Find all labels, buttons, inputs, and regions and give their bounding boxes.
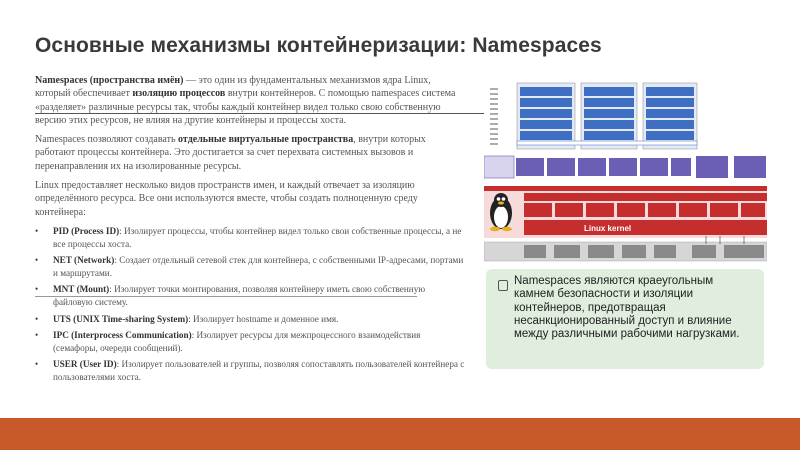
paragraph-text: , внутри которых работают процессы конте… [35, 134, 426, 172]
connector-bar [516, 140, 698, 146]
term-virtual-spaces: отдельные виртуальные пространства [178, 134, 354, 146]
term-isolation: изоляцию процессов [132, 88, 226, 100]
linux-architecture-diagram: Linux kernel [484, 81, 767, 263]
hardware-row [484, 241, 767, 262]
namespace-list: PID (Process ID): Изолирует процессы, чт… [35, 225, 465, 384]
note-icon [498, 280, 508, 291]
interface-row [484, 155, 766, 179]
container-block [580, 82, 638, 150]
paragraph-intro: Namespaces (пространства имён) — это оди… [35, 74, 465, 127]
paragraph-text: — это один из фундаментальных механизмов… [35, 75, 431, 100]
term-namespaces: Namespaces (пространства имён) [35, 75, 184, 86]
list-item: USER (User ID): Изолирует пользователей … [35, 358, 465, 383]
item-term: IPC (Interprocess Communication) [53, 330, 192, 341]
paragraph-text: Namespaces позволяют создавать [35, 134, 179, 146]
kernel-block [484, 186, 767, 238]
item-term: PID (Process ID) [53, 225, 120, 236]
slide-title: Основные механизмы контейнеризации: Name… [35, 34, 602, 57]
list-item: NET (Network): Создает отдельный сетевой… [35, 254, 465, 279]
item-text: : Изолирует процессы, чтобы контейнер ви… [53, 225, 462, 249]
paragraph-virtual-spaces: Namespaces позволяют создавать отдельные… [35, 133, 465, 173]
item-term: MNT (Mount) [53, 284, 110, 295]
divider-line [35, 113, 730, 114]
item-term: NET (Network) [53, 255, 115, 266]
list-item: IPC (Interprocess Communication): Изолир… [35, 329, 465, 354]
item-text: : Изолирует hostname и доменное имя. [188, 313, 339, 324]
item-text: : Изолирует пользователей и группы, позв… [53, 359, 465, 382]
item-text: : Изолирует ресурсы для межпроцессного в… [53, 330, 421, 353]
item-term: UTS (UNIX Time-sharing System) [53, 313, 189, 324]
list-item: PID (Process ID): Изолирует процессы, чт… [35, 225, 465, 250]
callout-text: Namespaces являются краеугольным камнем … [514, 275, 740, 341]
divider-line [35, 296, 417, 297]
body-text: Namespaces (пространства имён) — это оди… [35, 74, 465, 388]
callout-box: Namespaces являются краеугольным камнем … [486, 269, 764, 369]
list-item: MNT (Mount): Изолирует точки монтировани… [35, 283, 465, 308]
container-block [642, 82, 698, 150]
paragraph-text: Linux предоставляет несколько видов прос… [35, 180, 418, 218]
paragraph-text: внутри контейнеров. С помощью namespaces… [35, 88, 456, 126]
label-column [490, 88, 498, 145]
item-text: : Изолирует точки монтирования, позволяя… [53, 284, 426, 307]
connector-lines [705, 236, 745, 244]
paragraph-kinds: Linux предоставляет несколько видов прос… [35, 179, 465, 219]
container-block [516, 82, 576, 150]
kernel-label: Linux kernel [584, 224, 631, 233]
item-text: : Создает отдельный сетевой стек для кон… [53, 255, 464, 278]
footer-band [0, 418, 800, 450]
tux-penguin-icon [490, 193, 512, 232]
item-term: USER (User ID) [53, 359, 117, 370]
list-item: UTS (UNIX Time-sharing System): Изолируе… [35, 313, 465, 326]
